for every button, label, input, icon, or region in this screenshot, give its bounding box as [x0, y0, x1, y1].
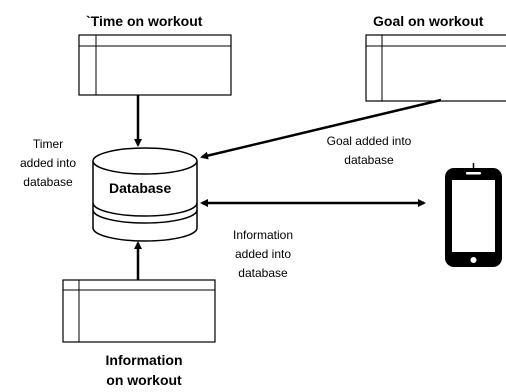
timer-label-line3: database [23, 175, 73, 189]
timer-edge-label: Timer added into database [14, 135, 82, 192]
information-edge-line3: database [238, 266, 288, 280]
information-label-line2: on workout [106, 372, 182, 388]
smartphone-icon [445, 163, 502, 267]
goal-label-line1: Goal added into [326, 134, 412, 148]
goal-store-label: Goal on workout [373, 13, 484, 29]
time-store-label: `Time on workout [86, 13, 203, 29]
information-label-line1: Information [105, 352, 183, 368]
database-label: Database [109, 180, 172, 196]
timer-label-line2: added into [19, 156, 77, 170]
goal-edge-label: Goal added into database [320, 132, 418, 170]
arrow-goal-to-database [200, 98, 442, 160]
goal-label-line2: database [344, 153, 394, 167]
information-store-label: Information on workout [96, 350, 192, 390]
information-edge-line1: Information [232, 228, 294, 242]
goal-data-store [365, 34, 506, 102]
information-edge-line2: added into [234, 247, 292, 261]
time-data-store [78, 34, 232, 96]
timer-label-line1: Timer [32, 137, 64, 151]
database-cylinder [92, 147, 198, 242]
information-data-store [62, 279, 216, 343]
information-edge-label: Information added into database [220, 226, 306, 283]
